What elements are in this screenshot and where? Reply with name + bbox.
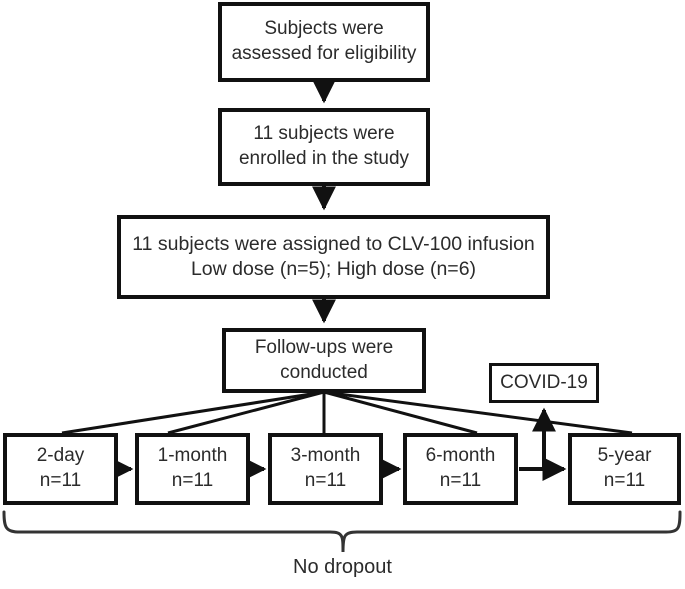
followup-timepoint: 3-month xyxy=(290,445,361,467)
box-assigned-line2: Low dose (n=5); High dose (n=6) xyxy=(190,258,477,280)
box-followup-line2: conducted xyxy=(280,361,368,383)
followup-count: n=11 xyxy=(439,470,482,491)
followup-count: n=11 xyxy=(603,470,646,491)
followup-count: n=11 xyxy=(304,470,347,491)
no-dropout-caption: No dropout xyxy=(293,556,392,578)
followup-box-3-month: 3-month n=11 xyxy=(268,433,383,505)
followup-box-1-month: 1-month n=11 xyxy=(135,433,250,505)
followup-count: n=11 xyxy=(171,470,214,491)
followup-box-2-day: 2-day n=11 xyxy=(3,433,118,505)
box-followup-line1: Follow-ups were xyxy=(254,336,394,358)
box-assessed-line1: Subjects were xyxy=(264,18,384,40)
box-covid-19: COVID-19 xyxy=(489,363,599,403)
box-enrolled-line2: enrolled in the study xyxy=(238,148,410,169)
followup-timepoint: 2-day xyxy=(36,445,85,467)
box-assigned-line1: 11 subjects were assigned to CLV-100 inf… xyxy=(132,232,535,255)
followup-timepoint: 6-month xyxy=(425,445,496,467)
followup-timepoint: 1-month xyxy=(157,445,228,467)
box-assigned-to-infusion: 11 subjects were assigned to CLV-100 inf… xyxy=(117,215,550,299)
box-assessed-line2: assessed for eligibility xyxy=(231,43,417,64)
followup-box-5-year: 5-year n=11 xyxy=(568,433,681,505)
box-followups-conducted: Follow-ups were conducted xyxy=(222,328,426,393)
no-dropout-brace xyxy=(2,510,682,553)
box-enrolled-line1: 11 subjects were xyxy=(253,123,395,145)
followup-count: n=11 xyxy=(39,470,82,491)
followup-timepoint: 5-year xyxy=(597,445,652,467)
box-covid-label: COVID-19 xyxy=(500,371,588,393)
box-assessed-for-eligibility: Subjects were assessed for eligibility xyxy=(218,2,430,82)
box-enrolled-in-study: 11 subjects were enrolled in the study xyxy=(218,108,430,186)
followup-box-6-month: 6-month n=11 xyxy=(403,433,518,505)
